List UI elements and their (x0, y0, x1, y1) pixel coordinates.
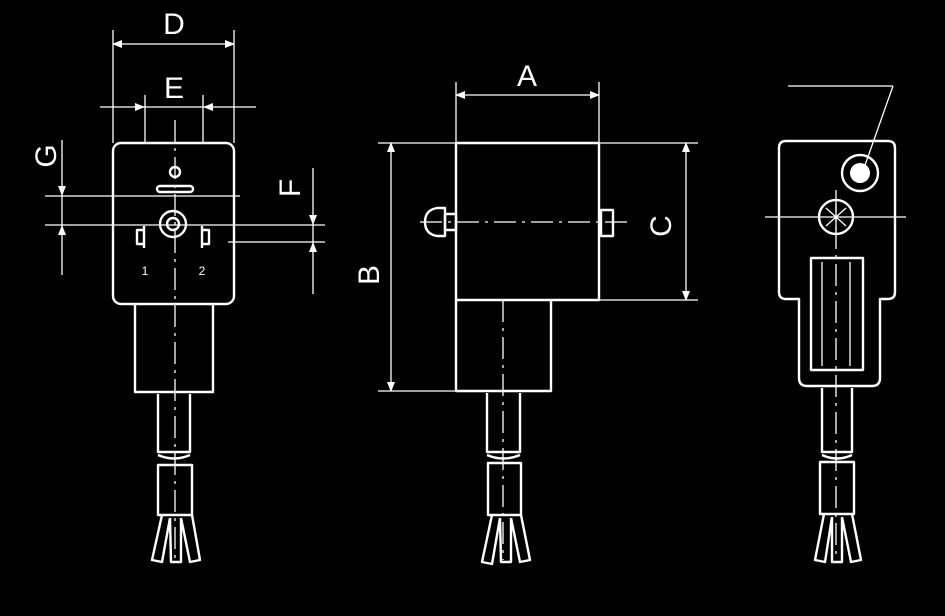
front-cable (156, 394, 192, 454)
front-ground-bar (155, 184, 195, 194)
dimension-a-label: A (517, 60, 537, 93)
front-view: 1 2 D E G F (30, 8, 325, 564)
e-arrow-right (203, 103, 213, 111)
side-cable-sleeve (486, 461, 523, 517)
rear-housing (777, 139, 897, 388)
g-arrow-top (58, 186, 66, 196)
rear-wires (813, 513, 863, 564)
side-cable (485, 393, 522, 454)
dimension-g-label: G (30, 144, 63, 167)
front-ground-dot (168, 165, 182, 179)
rear-slot (809, 256, 865, 372)
front-contact-left (135, 226, 146, 248)
side-screw-shank (443, 212, 458, 232)
rear-cable-break (821, 453, 853, 460)
front-wires (150, 514, 202, 564)
dimension-e-label: E (164, 72, 184, 105)
side-screw-end (599, 208, 615, 238)
front-screw-icon (158, 209, 188, 239)
pin-label-1: 1 (142, 264, 149, 278)
dimension-f-label: F (274, 179, 307, 197)
rear-view (765, 85, 906, 564)
rear-cable (820, 388, 854, 454)
g-arrow-bottom (58, 225, 66, 235)
e-arrow-left (135, 103, 145, 111)
front-contact-right (200, 226, 211, 248)
front-cable-break (157, 453, 191, 460)
side-wires (480, 514, 532, 566)
front-screw-inner (165, 216, 181, 232)
side-cable-break (486, 453, 521, 460)
dimension-d-label: D (163, 8, 185, 41)
dimension-c-label: C (645, 215, 678, 237)
rear-socket-dot (850, 163, 870, 183)
dimension-b-label: B (353, 265, 386, 285)
front-cable-sleeve (156, 463, 194, 517)
rear-socket-icon (840, 153, 880, 193)
pin-label-2: 2 (199, 264, 206, 278)
front-cable-gland (133, 304, 215, 394)
front-housing (111, 141, 236, 306)
rear-leader-diagonal (863, 85, 894, 169)
side-screw-icon (423, 206, 447, 238)
side-view: A B C (353, 60, 698, 566)
f-arrow-top (309, 215, 317, 225)
f-arrow-bottom (309, 242, 317, 252)
rear-cable-sleeve (818, 460, 856, 516)
